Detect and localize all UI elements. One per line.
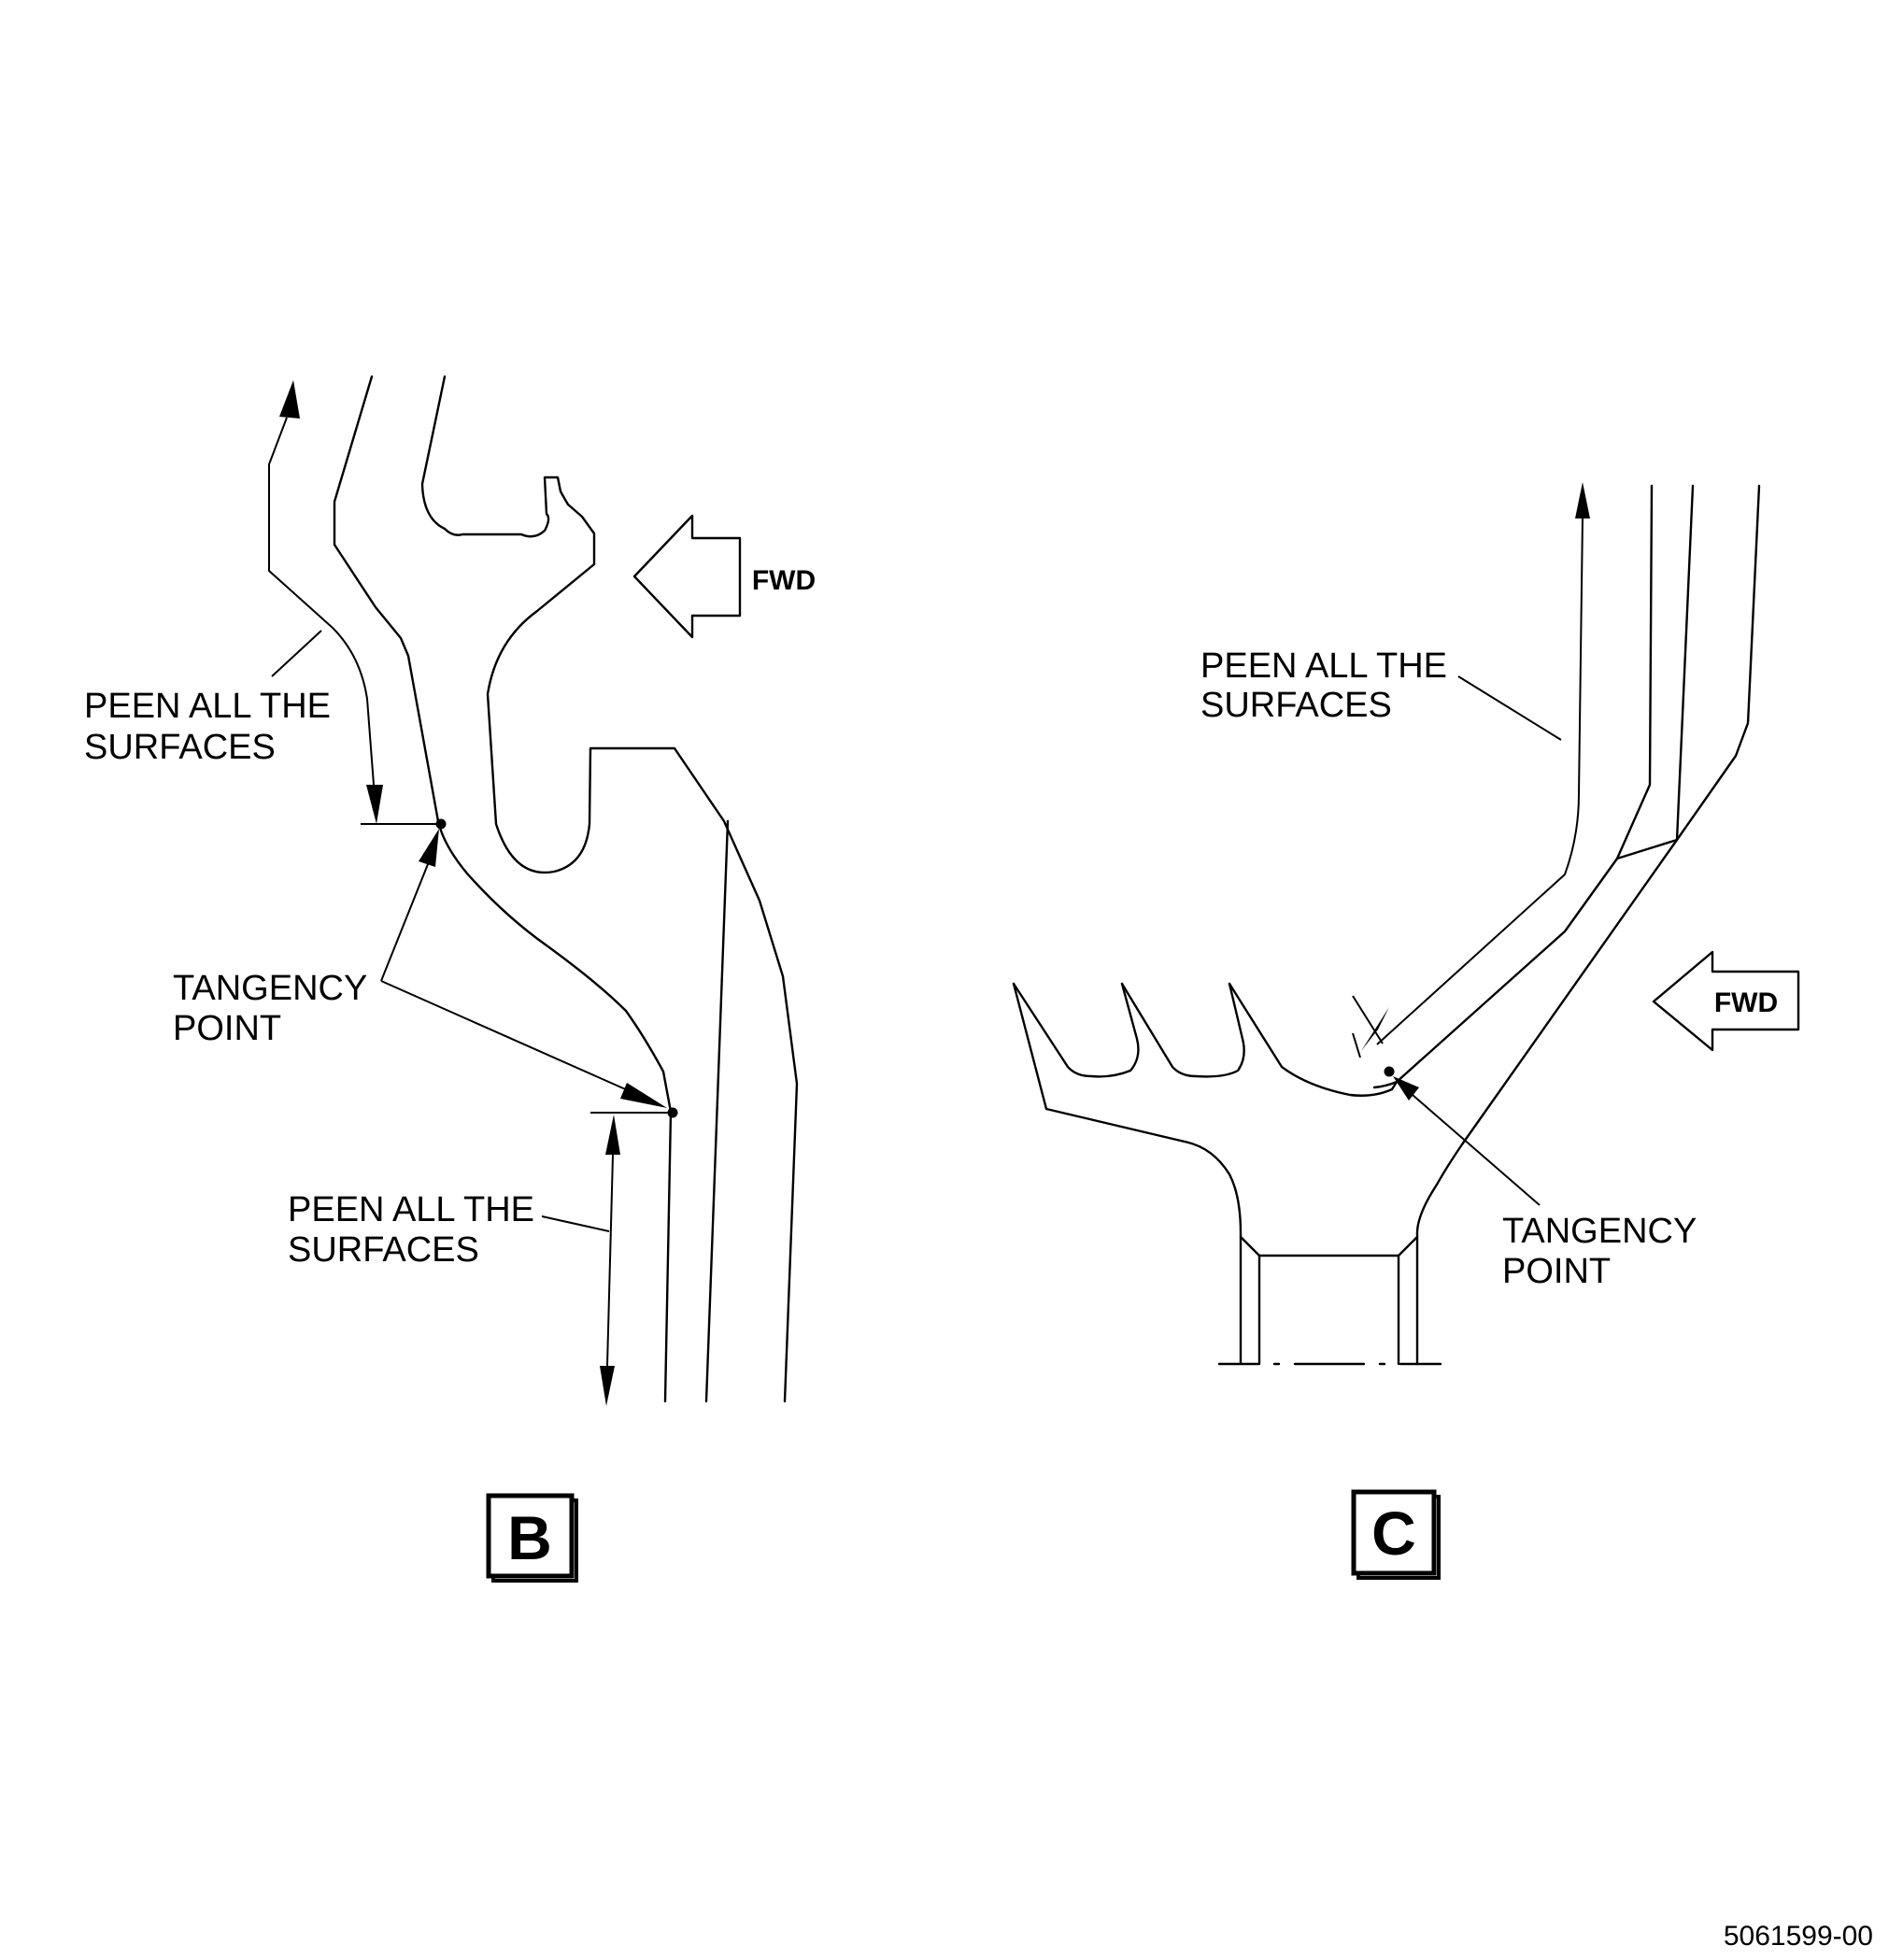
view-b-label-box: B	[486, 1493, 578, 1583]
view-c-upper-extent-arrow	[1352, 482, 1590, 1058]
view-c: PEEN ALL THE SURFACES TANGENCY POINT FWD…	[1012, 482, 1800, 1580]
view-b-upper-extent-arrow	[268, 380, 441, 825]
view-b-upper-note: PEEN ALL THE SURFACES	[84, 630, 331, 767]
view-b-tangency-point-upper	[435, 818, 447, 830]
view-c-label-box: C	[1351, 1489, 1441, 1580]
view-b-lower-note-line2: SURFACES	[288, 1230, 479, 1270]
view-b-tangency-note-line1: TANGENCY	[173, 969, 367, 1008]
view-b: FWD PEEN ALL THE SURFACES TANGENCY POINT	[84, 375, 816, 1583]
view-b-tangency-callout: TANGENCY POINT	[173, 818, 678, 1118]
view-c-part-outline	[1012, 484, 1761, 1366]
view-c-upper-note: PEEN ALL THE SURFACES	[1200, 646, 1562, 741]
view-b-fwd-label: FWD	[752, 565, 816, 596]
view-b-letter: B	[507, 1503, 552, 1572]
view-b-tangency-note-line2: POINT	[173, 1009, 281, 1048]
view-c-upper-note-line2: SURFACES	[1200, 686, 1392, 725]
view-c-fwd-label: FWD	[1714, 987, 1778, 1018]
view-c-tangency-note-line1: TANGENCY	[1502, 1212, 1697, 1251]
view-c-tangency-callout: TANGENCY POINT	[1384, 1066, 1697, 1291]
view-c-letter: C	[1371, 1498, 1416, 1568]
view-c-tangency-point	[1384, 1066, 1395, 1077]
view-b-tangency-point-lower	[667, 1107, 678, 1118]
view-c-upper-note-line1: PEEN ALL THE	[1200, 646, 1447, 686]
view-b-upper-note-line2: SURFACES	[84, 728, 276, 767]
view-b-upper-note-line1: PEEN ALL THE	[84, 687, 331, 726]
view-b-lower-note-line1: PEEN ALL THE	[288, 1190, 534, 1229]
figure-number: 5061599-00	[1724, 1921, 1873, 1952]
view-c-tangency-note-line2: POINT	[1502, 1252, 1611, 1291]
view-c-fwd-arrow: FWD	[1652, 950, 1800, 1052]
view-b-lower-extent-arrow	[590, 1112, 669, 1406]
view-b-fwd-arrow: FWD	[632, 514, 816, 639]
view-b-lower-note: PEEN ALL THE SURFACES	[288, 1190, 610, 1270]
view-b-part-outline	[333, 375, 799, 1403]
